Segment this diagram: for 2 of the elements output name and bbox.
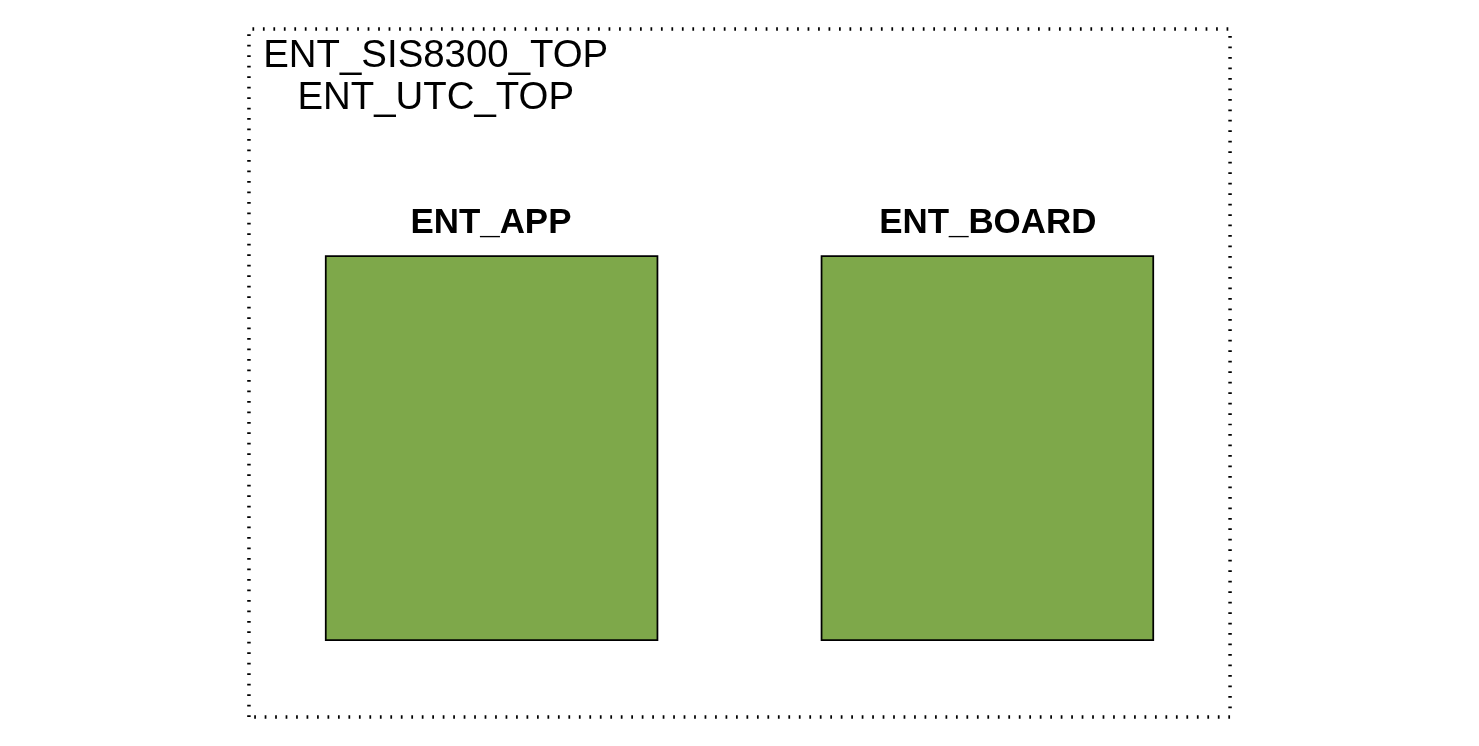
node-label: ENT_BOARD — [879, 201, 1097, 241]
node-label: ENT_APP — [410, 201, 572, 241]
